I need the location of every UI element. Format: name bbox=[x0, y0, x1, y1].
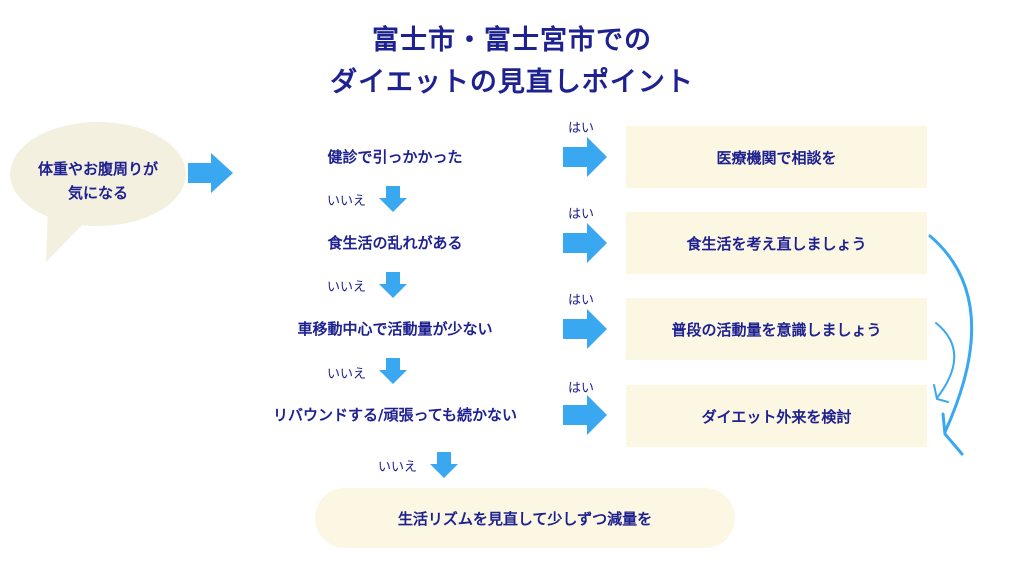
yes-arrow-icon bbox=[563, 137, 607, 177]
no-label-3: いいえ bbox=[327, 367, 367, 382]
yes-arrow-icon bbox=[563, 395, 607, 435]
yes-label-1: はい bbox=[568, 121, 595, 136]
question-2: 食生活の乱れがある bbox=[327, 234, 463, 252]
question-1: 健診で引っかかった bbox=[327, 148, 463, 166]
result-text-4: ダイエット外来を検討 bbox=[701, 407, 852, 426]
start-arrow-icon bbox=[188, 153, 233, 193]
question-3: 車移動中心で活動量が少ない bbox=[297, 320, 493, 338]
curved-arrow-short bbox=[933, 322, 956, 403]
no-label-1: いいえ bbox=[327, 194, 367, 209]
start-line-1: 体重やお腹周りが bbox=[37, 160, 158, 178]
no-arrow-down-icon bbox=[379, 186, 407, 212]
start-bubble-text: 体重やお腹周りが 気になる bbox=[20, 157, 176, 205]
curved-arrow-long bbox=[928, 234, 974, 456]
title-line-1: 富士市・富士宮市での bbox=[372, 25, 652, 56]
question-4: リバウンドする/頑張っても続かない bbox=[273, 406, 517, 424]
no-arrow-down-icon bbox=[430, 452, 458, 478]
result-box-1: 医療機関で相談を bbox=[626, 126, 927, 188]
start-line-2: 気になる bbox=[67, 184, 128, 202]
final-result-text: 生活リズムを見直して少しずつ減量を bbox=[397, 509, 653, 528]
no-label-4: いいえ bbox=[378, 460, 418, 475]
result-box-4: ダイエット外来を検討 bbox=[626, 385, 927, 447]
start-speech-bubble bbox=[10, 122, 186, 262]
yes-arrow-icon bbox=[563, 309, 607, 349]
no-arrow-down-icon bbox=[379, 272, 407, 298]
result-box-2: 食生活を考え直しましょう bbox=[626, 212, 927, 274]
result-text-3: 普段の活動量を意識しましょう bbox=[671, 320, 882, 339]
no-arrow-down-icon bbox=[379, 358, 407, 384]
title-line-2: ダイエットの見直しポイント bbox=[330, 67, 694, 98]
result-text-2: 食生活を考え直しましょう bbox=[686, 234, 867, 253]
yes-label-4: はい bbox=[568, 381, 595, 396]
yes-label-3: はい bbox=[568, 293, 595, 308]
yes-arrow-icon bbox=[563, 223, 607, 263]
result-text-1: 医療機関で相談を bbox=[716, 148, 837, 167]
result-box-3: 普段の活動量を意識しましょう bbox=[626, 298, 927, 360]
no-label-2: いいえ bbox=[327, 280, 367, 295]
yes-label-2: はい bbox=[568, 207, 595, 222]
final-result-box: 生活リズムを見直して少しずつ減量を bbox=[315, 488, 735, 548]
